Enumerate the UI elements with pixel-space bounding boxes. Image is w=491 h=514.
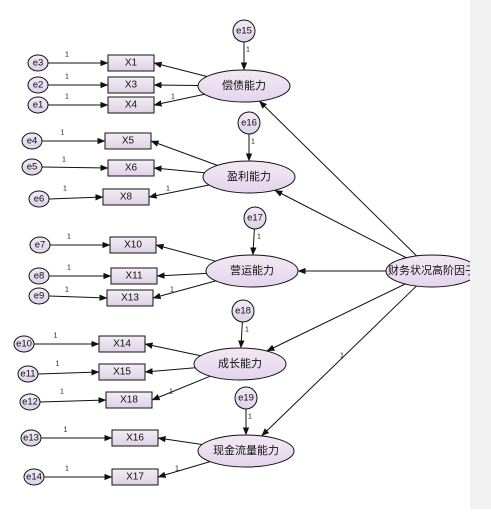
loading-path: [153, 281, 216, 298]
error-weight-label: 1: [63, 186, 67, 193]
sem-diagram-canvas: 财务状况高阶因子 偿债能力 e15 1 盈利能力 e16 1 营运能力 e17 1 成长能力 e18 1…: [0, 0, 470, 509]
side-panel: [470, 0, 491, 509]
disturbance-term-label: e16: [241, 118, 257, 129]
error-weight-label: 1: [61, 130, 65, 137]
error-path: [40, 400, 106, 402]
observed-variable-label: X6: [125, 163, 138, 174]
error-term-label: e2: [33, 80, 44, 91]
loading-weight-label: 1: [169, 389, 173, 396]
disturbance-term-label: e19: [238, 393, 254, 404]
error-term-label: e13: [23, 433, 39, 444]
higher-order-path: [275, 190, 406, 258]
error-weight-label: 1: [67, 265, 71, 272]
disturbance-weight-label: 1: [248, 414, 252, 421]
error-weight-label: 1: [64, 427, 68, 434]
latent-factor-label: 现金流量能力: [213, 443, 279, 457]
loading-path: [157, 273, 207, 276]
error-weight-label: 1: [65, 94, 69, 101]
error-weight-label: 1: [56, 361, 60, 368]
loading-path: [149, 185, 209, 197]
sem-path-diagram: 财务状况高阶因子 偿债能力 e15 1 盈利能力 e16 1 营运能力 e17 1 成长能力 e18 1…: [0, 0, 470, 509]
observed-variable-label: X10: [124, 240, 142, 251]
loading-weight-label: 1: [166, 186, 170, 193]
observed-variable-label: X14: [113, 339, 131, 350]
loading-weight-label: 1: [171, 94, 175, 101]
observed-variable-label: X11: [125, 271, 142, 282]
error-weight-label: 1: [65, 74, 69, 81]
error-path: [49, 296, 107, 298]
error-weight-label: 1: [60, 389, 64, 396]
error-weight-label: 1: [65, 466, 69, 473]
error-term-label: e10: [16, 339, 32, 350]
loading-path: [154, 94, 205, 105]
error-path: [49, 197, 103, 199]
observed-variable-label: X1: [125, 58, 138, 69]
error-weight-label: 1: [65, 52, 69, 59]
observed-variable-label: X3: [125, 80, 138, 91]
error-path: [42, 167, 108, 168]
error-term-label: e9: [34, 291, 45, 302]
error-term-label: e14: [26, 472, 42, 483]
loading-path: [145, 344, 201, 356]
loading-path: [154, 168, 205, 173]
disturbance-term-label: e15: [236, 26, 252, 37]
error-term-label: e6: [34, 194, 45, 205]
observed-variable-label: X8: [120, 192, 133, 203]
loading-path: [158, 438, 202, 445]
error-term-label: e12: [22, 397, 38, 408]
error-path: [38, 372, 99, 374]
loading-path: [154, 63, 207, 77]
loading-path: [145, 368, 195, 372]
latent-factor-label: 营运能力: [230, 263, 274, 277]
error-weight-label: 1: [62, 157, 66, 164]
higher-order-path-weight: 1: [340, 353, 344, 360]
observed-variable-label: X15: [113, 367, 131, 378]
higher-order-factor-label: 财务状况高阶因子: [388, 263, 470, 277]
observed-variable-label: X13: [121, 293, 139, 304]
latent-factor-label: 成长能力: [218, 356, 262, 370]
error-weight-label: 1: [67, 234, 71, 241]
latent-factor-label: 盈利能力: [227, 169, 271, 183]
loading-weight-label: 1: [175, 466, 179, 473]
disturbance-term-label: e17: [247, 213, 263, 224]
observed-variable-label: X4: [125, 100, 138, 111]
error-term-label: e11: [20, 369, 35, 380]
observed-variable-label: X16: [126, 433, 144, 444]
observed-variable-label: X18: [120, 395, 138, 406]
disturbance-weight-label: 1: [257, 234, 261, 241]
loading-path: [156, 245, 216, 261]
disturbance-weight-label: 1: [245, 327, 249, 334]
error-term-label: e7: [35, 240, 46, 251]
disturbance-path: [253, 229, 254, 255]
error-weight-label: 1: [54, 333, 58, 340]
disturbance-weight-label: 1: [251, 139, 255, 146]
latent-factor-label: 偿债能力: [222, 78, 266, 92]
error-term-label: e8: [34, 271, 45, 282]
error-term-label: e5: [27, 162, 38, 173]
loading-weight-label: 1: [170, 287, 174, 294]
observed-variable-label: X5: [122, 136, 135, 147]
loading-path: [152, 376, 210, 400]
error-term-label: e4: [27, 136, 38, 147]
observed-variable-label: X17: [126, 472, 144, 483]
loading-path: [151, 141, 217, 165]
error-weight-label: 1: [65, 287, 69, 294]
loading-path: [158, 462, 210, 477]
error-term-label: e1: [33, 100, 44, 111]
disturbance-term-label: e18: [235, 306, 251, 317]
error-term-label: e3: [33, 58, 44, 69]
disturbance-path: [241, 322, 242, 348]
disturbance-weight-label: 1: [246, 47, 250, 54]
